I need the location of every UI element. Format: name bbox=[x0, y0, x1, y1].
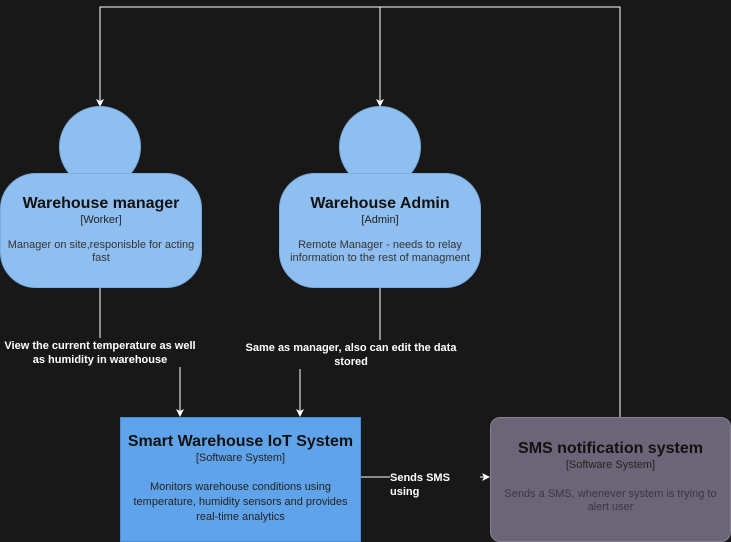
system-tag: [Software System] bbox=[195, 452, 286, 464]
person-title: Warehouse manager bbox=[22, 195, 180, 212]
person-body: Warehouse manager [Worker] Manager on si… bbox=[0, 173, 202, 288]
person-title: Warehouse Admin bbox=[310, 195, 450, 212]
relation-label-manager-to-system: View the current temperature as well as … bbox=[0, 339, 200, 367]
relation-label-system-to-sms: Sends SMS using bbox=[390, 471, 480, 499]
sms-to-people-connector bbox=[96, 6, 621, 417]
system-tag: [Software System] bbox=[565, 459, 656, 471]
person-tag: [Worker] bbox=[80, 214, 122, 226]
system-title: Smart Warehouse IoT System bbox=[127, 433, 354, 450]
system-smart-warehouse-iot[interactable]: Smart Warehouse IoT System [Software Sys… bbox=[120, 417, 361, 542]
relation-label-admin-to-system: Same as manager, also can edit the data … bbox=[231, 341, 471, 369]
person-description: Remote Manager - needs to relay informat… bbox=[290, 239, 470, 264]
system-title: SMS notification system bbox=[518, 440, 703, 457]
system-description: Sends a SMS, whenever system is trying t… bbox=[504, 488, 717, 513]
person-tag: [Admin] bbox=[361, 214, 399, 226]
system-sms-notification[interactable]: SMS notification system [Software System… bbox=[490, 417, 731, 542]
system-description: Monitors warehouse conditions using temp… bbox=[133, 481, 348, 523]
person-description: Manager on site,responisble for acting f… bbox=[7, 239, 195, 264]
person-body: Warehouse Admin [Admin] Remote Manager -… bbox=[279, 173, 481, 288]
